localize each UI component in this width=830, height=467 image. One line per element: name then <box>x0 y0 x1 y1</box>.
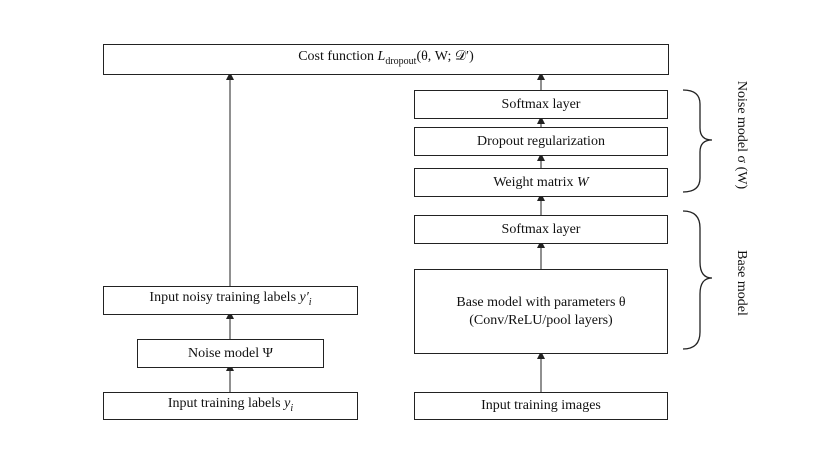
softmax-bottom-label: Softmax layer <box>501 221 581 237</box>
noise-model-brace-label: Noise model σ (W) <box>734 80 749 190</box>
training-labels-subscript: i <box>290 402 294 414</box>
weight-matrix-box: Weight matrix W <box>414 168 668 197</box>
cost-function-subscript: dropout <box>385 55 417 67</box>
dropout-label: Dropout regularization <box>477 133 605 149</box>
softmax-top-box: Softmax layer <box>414 90 668 119</box>
training-labels-text: Input training labels <box>167 395 281 411</box>
softmax-bottom-box: Softmax layer <box>414 215 668 244</box>
dropout-box: Dropout regularization <box>414 127 668 156</box>
training-labels-symbol: y <box>284 395 291 411</box>
cost-function-args: (θ, W; 𝒟′) <box>416 49 474 65</box>
base-model-line1: Base model with parameters θ <box>456 294 626 310</box>
noisy-labels-subscript: i <box>308 296 312 308</box>
training-images-label: Input training images <box>481 398 601 413</box>
noise-model-text: Noise model <box>188 345 260 361</box>
cost-function-box: Cost function Ldropout(θ, W; 𝒟′) <box>103 44 669 75</box>
softmax-top-label: Softmax layer <box>501 96 581 112</box>
noise-model-brace <box>682 89 713 193</box>
training-images-box: Input training images <box>414 392 668 420</box>
weight-matrix-symbol: W <box>576 174 589 190</box>
base-model-brace <box>682 210 713 350</box>
weight-matrix-text: Weight matrix <box>493 174 574 190</box>
noise-model-box: Noise model Ψ <box>137 339 324 368</box>
noise-model-symbol: Ψ <box>262 345 273 361</box>
training-labels-box: Input training labels yi <box>103 392 358 420</box>
noisy-labels-symbol: y′ <box>299 290 309 306</box>
cost-function-symbol: L <box>377 49 386 65</box>
noisy-labels-text: Input noisy training labels <box>149 290 297 306</box>
base-model-line2: (Conv/ReLU/pool layers) <box>469 312 613 328</box>
base-model-box: Base model with parameters θ (Conv/ReLU/… <box>414 269 668 354</box>
base-model-brace-label: Base model <box>734 250 749 316</box>
noisy-labels-box: Input noisy training labels y′i <box>103 286 358 315</box>
cost-function-label: Cost function <box>298 49 375 65</box>
